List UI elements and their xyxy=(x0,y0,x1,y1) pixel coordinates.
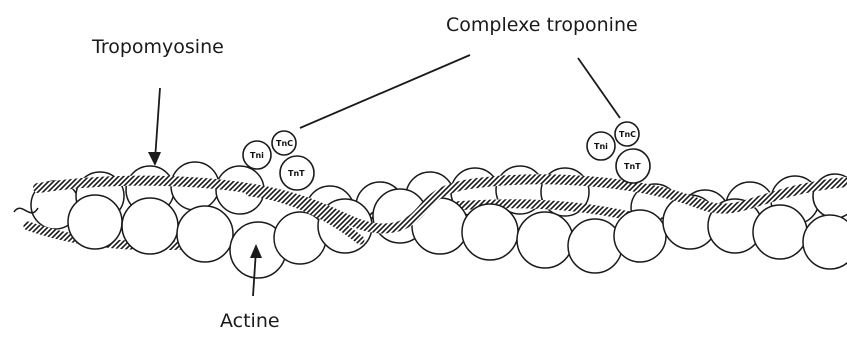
troponin-pointer-left xyxy=(300,55,470,128)
actin-monomer xyxy=(122,198,178,254)
actin-monomer xyxy=(614,210,666,262)
actin-monomer xyxy=(517,212,573,268)
tnt-label: TnT xyxy=(624,162,641,171)
actin-monomer xyxy=(803,215,847,269)
tropomyosin-label: Tropomyosine xyxy=(91,36,224,58)
tnt-label: TnT xyxy=(288,169,305,178)
actin-monomer xyxy=(753,205,807,259)
troponin-complex-right: Tni TnC TnT xyxy=(587,122,650,183)
actin-monomer xyxy=(68,195,122,249)
tropomyosin-pointer xyxy=(155,88,160,160)
actin-monomer xyxy=(568,219,622,273)
tni-label: Tni xyxy=(594,142,608,151)
troponin-pointer-right xyxy=(578,58,620,118)
tnc-label: TnC xyxy=(619,130,636,139)
troponin-complex-label: Complexe troponine xyxy=(446,14,638,36)
tropomyosin-arrowhead xyxy=(148,152,161,166)
actin-label: Actine xyxy=(220,310,280,332)
actin-monomer xyxy=(177,206,233,262)
actin-monomer xyxy=(462,204,518,260)
tnc-label: TnC xyxy=(276,139,293,148)
tni-label: Tni xyxy=(250,151,264,160)
